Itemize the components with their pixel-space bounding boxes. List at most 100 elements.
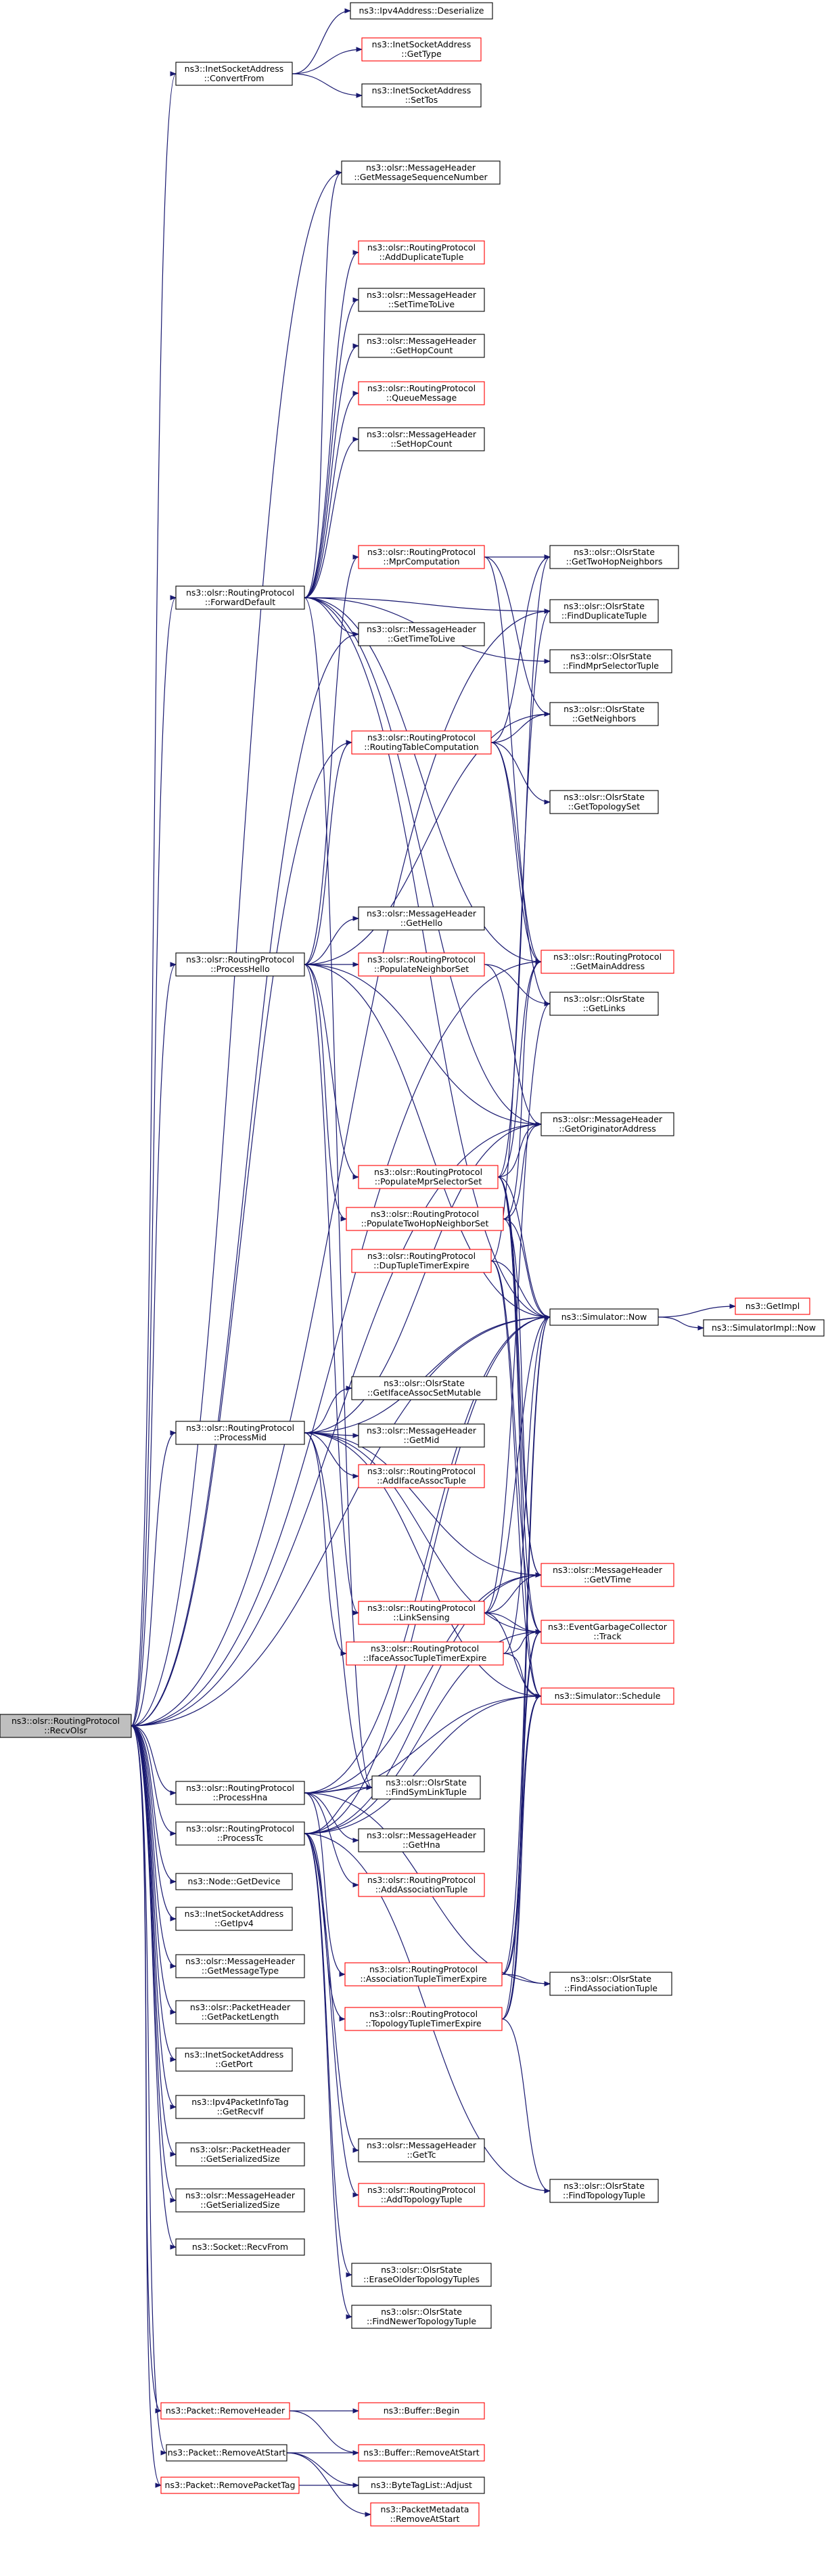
node-getdevice[interactable]: ns3::Node::GetDevice	[175, 1873, 293, 1890]
node-simnow[interactable]: ns3::Simulator::Now	[549, 1308, 659, 1326]
node-adddup[interactable]: ns3::olsr::RoutingProtocol::AddDuplicate…	[358, 240, 485, 265]
node-egctrack[interactable]: ns3::EventGarbageCollector::Track	[540, 1620, 674, 1644]
node-findassoc[interactable]: ns3::olsr::OlsrState::FindAssociationTup…	[549, 1972, 672, 1996]
node-getipv4[interactable]: ns3::InetSocketAddress::GetIpv4	[175, 1907, 293, 1931]
node-recvfrom[interactable]: ns3::Socket::RecvFrom	[175, 2238, 305, 2256]
node-msghdrsize[interactable]: ns3::olsr::MessageHeader::GetSerializedS…	[175, 2188, 305, 2213]
node-fwddefault[interactable]: ns3::olsr::RoutingProtocol::ForwardDefau…	[175, 585, 305, 610]
node-getifacemut[interactable]: ns3::olsr::OlsrState::GetIfaceAssocSetMu…	[351, 1376, 497, 1400]
node-msghdrsize-label-line-0: ns3::olsr::MessageHeader	[185, 2190, 296, 2200]
node-findnewer[interactable]: ns3::olsr::OlsrState::FindNewerTopologyT…	[351, 2305, 492, 2329]
node-getrecvif[interactable]: ns3::Ipv4PacketInfoTag::GetRecvIf	[175, 2095, 305, 2119]
node-bufremove[interactable]: ns3::Buffer::RemoveAtStart	[358, 2444, 485, 2462]
node-addtopo[interactable]: ns3::olsr::RoutingProtocol::AddTopologyT…	[358, 2183, 485, 2207]
node-findtopo[interactable]: ns3::olsr::OlsrState::FindTopologyTuple	[549, 2179, 659, 2203]
node-mprcomp[interactable]: ns3::olsr::RoutingProtocol::MprComputati…	[358, 545, 485, 569]
edge-toptimer-to-findtopo	[501, 2018, 551, 2194]
node-getmsgseq[interactable]: ns3::olsr::MessageHeader::GetMessageSequ…	[341, 160, 501, 185]
node-finddup-label-line-0: ns3::olsr::OlsrState	[564, 601, 645, 611]
node-getmsgtype[interactable]: ns3::olsr::MessageHeader::GetMessageType	[175, 1954, 305, 1978]
node-popneigh[interactable]: ns3::olsr::RoutingProtocol::PopulateNeig…	[358, 952, 485, 977]
node-assoctimer[interactable]: ns3::olsr::RoutingProtocol::AssociationT…	[344, 1962, 503, 1986]
node-addassoc[interactable]: ns3::olsr::RoutingProtocol::AddAssociati…	[358, 1873, 485, 1897]
node-getvtime[interactable]: ns3::olsr::MessageHeader::GetVTime	[540, 1563, 674, 1587]
edge-recv-to-processmid	[131, 1430, 177, 1727]
node-gethop-box	[358, 334, 485, 358]
node-gethello[interactable]: ns3::olsr::MessageHeader::GetHello	[358, 906, 485, 931]
edge-processhello-to-poptwohop	[304, 964, 347, 1222]
node-recv[interactable]: ns3::olsr::RoutingProtocol::RecvOlsr	[0, 1714, 132, 1738]
node-ipv4deser[interactable]: ns3::Ipv4Address::Deserialize	[350, 2, 493, 20]
node-processhello[interactable]: ns3::olsr::RoutingProtocol::ProcessHello	[175, 952, 305, 977]
node-gettype[interactable]: ns3::InetSocketAddress::GetType	[361, 37, 482, 62]
node-getmainaddr[interactable]: ns3::olsr::RoutingProtocol::GetMainAddre…	[540, 950, 674, 974]
edge-processtc-to-findnewer	[304, 1833, 352, 2319]
node-processtc[interactable]: ns3::olsr::RoutingProtocol::ProcessTc	[175, 1821, 305, 1846]
edge-linksensing-to-getlinks	[484, 1001, 551, 1614]
node-addtopo-label-line-1: ::AddTopologyTuple	[381, 2194, 463, 2204]
node-processhello-label-line-0: ns3::olsr::RoutingProtocol	[186, 954, 294, 964]
node-getmsgseq-label-line-0: ns3::olsr::MessageHeader	[366, 162, 476, 173]
node-findnewer-label-line-1: ::FindNewerTopologyTuple	[367, 2316, 476, 2326]
node-bytetag-label-line-0: ns3::ByteTagList::Adjust	[371, 2480, 472, 2490]
node-processhna-label-line-0: ns3::olsr::RoutingProtocol	[186, 1783, 294, 1793]
node-addassoc-label-line-0: ns3::olsr::RoutingProtocol	[367, 1875, 476, 1885]
node-processmid[interactable]: ns3::olsr::RoutingProtocol::ProcessMid	[175, 1421, 305, 1445]
node-getimpl[interactable]: ns3::GetImpl	[735, 1297, 810, 1315]
node-ifacetimer-label-line-1: ::IfaceAssocTupleTimerExpire	[363, 1653, 487, 1663]
node-linksensing[interactable]: ns3::olsr::RoutingProtocol::LinkSensing	[358, 1601, 485, 1625]
node-getvtime-label-line-1: ::GetVTime	[584, 1574, 631, 1584]
node-getpktlen[interactable]: ns3::olsr::PacketHeader::GetPacketLength	[175, 2000, 305, 2024]
node-gethello-box	[358, 906, 485, 931]
node-addiface[interactable]: ns3::olsr::RoutingProtocol::AddIfaceAsso…	[358, 1464, 485, 1488]
edge-recv-to-getipv4	[131, 1725, 177, 1922]
node-queuemsg[interactable]: ns3::olsr::RoutingProtocol::QueueMessage	[358, 381, 485, 405]
node-getneigh[interactable]: ns3::olsr::OlsrState::GetNeighbors	[549, 702, 659, 726]
node-getorig[interactable]: ns3::olsr::MessageHeader::GetOriginatorA…	[540, 1112, 674, 1136]
node-getmainaddr-box	[540, 950, 674, 974]
node-removetag[interactable]: ns3::Packet::RemovePacketTag	[160, 2477, 300, 2494]
node-getmsgtype-label-line-0: ns3::olsr::MessageHeader	[185, 1956, 296, 1966]
node-pkthdrsize[interactable]: ns3::olsr::PacketHeader::GetSerializedSi…	[175, 2142, 305, 2167]
node-getport-box	[175, 2047, 293, 2072]
node-sethop[interactable]: ns3::olsr::MessageHeader::SetHopCount	[358, 427, 485, 451]
node-gethop[interactable]: ns3::olsr::MessageHeader::GetHopCount	[358, 334, 485, 358]
node-gettwohop-label-line-0: ns3::olsr::OlsrState	[574, 547, 655, 557]
node-finddup[interactable]: ns3::olsr::OlsrState::FindDuplicateTuple	[549, 599, 659, 623]
node-gettopo[interactable]: ns3::olsr::OlsrState::GetTopologySet	[549, 790, 659, 814]
node-simsched[interactable]: ns3::Simulator::Schedule	[540, 1687, 674, 1705]
node-duptimer[interactable]: ns3::olsr::RoutingProtocol::DupTupleTime…	[351, 1249, 492, 1273]
node-removeatstart[interactable]: ns3::Packet::RemoveAtStart	[166, 2444, 288, 2462]
node-gettc[interactable]: ns3::olsr::MessageHeader::GetTc	[358, 2138, 485, 2162]
node-settos[interactable]: ns3::InetSocketAddress::SetTos	[361, 83, 482, 108]
node-gethello-label-line-1: ::GetHello	[400, 918, 442, 928]
node-convertfrom[interactable]: ns3::InetSocketAddress::ConvertFrom	[175, 62, 293, 86]
node-getmid[interactable]: ns3::olsr::MessageHeader::GetMid	[358, 1423, 485, 1448]
node-simimplnow[interactable]: ns3::SimulatorImpl::Now	[703, 1319, 825, 1337]
node-setttl[interactable]: ns3::olsr::MessageHeader::SetTimeToLive	[358, 288, 485, 312]
edge-poptwohop-to-getmainaddr	[503, 959, 542, 1220]
node-gettwohop[interactable]: ns3::olsr::OlsrState::GetTwoHopNeighbors	[549, 545, 679, 569]
node-eraseolder-label-line-1: ::EraseOlderTopologyTuples	[363, 2274, 480, 2284]
node-removehdr[interactable]: ns3::Packet::RemoveHeader	[160, 2402, 290, 2420]
edge-fwddefault-to-sethop	[304, 437, 359, 598]
node-poptwohop[interactable]: ns3::olsr::RoutingProtocol::PopulateTwoH…	[346, 1207, 504, 1231]
node-ifacetimer[interactable]: ns3::olsr::RoutingProtocol::IfaceAssocTu…	[346, 1641, 504, 1666]
node-eraseolder[interactable]: ns3::olsr::OlsrState::EraseOlderTopology…	[351, 2263, 492, 2287]
edge-convertfrom-to-settos	[292, 73, 363, 98]
node-findmprsel[interactable]: ns3::olsr::OlsrState::FindMprSelectorTup…	[549, 649, 672, 673]
node-processhna[interactable]: ns3::olsr::RoutingProtocol::ProcessHna	[175, 1781, 305, 1805]
node-rtcomp[interactable]: ns3::olsr::RoutingProtocol::RoutingTable…	[351, 730, 492, 755]
node-getttl[interactable]: ns3::olsr::MessageHeader::GetTimeToLive	[358, 622, 485, 646]
node-getlinks[interactable]: ns3::olsr::OlsrState::GetLinks	[549, 992, 659, 1016]
node-bufbegin[interactable]: ns3::Buffer::Begin	[358, 2402, 485, 2420]
node-getport[interactable]: ns3::InetSocketAddress::GetPort	[175, 2047, 293, 2072]
node-toptimer[interactable]: ns3::olsr::RoutingProtocol::TopologyTupl…	[344, 2007, 503, 2031]
node-gethna[interactable]: ns3::olsr::MessageHeader::GetHna	[358, 1828, 485, 1852]
node-bytetag[interactable]: ns3::ByteTagList::Adjust	[358, 2477, 485, 2494]
edge-processtc-to-eraseolder	[304, 1833, 352, 2278]
node-pktmeta[interactable]: ns3::PacketMetadata::RemoveAtStart	[370, 2502, 480, 2527]
node-findsym[interactable]: ns3::olsr::OlsrState::FindSymLinkTuple	[371, 1775, 481, 1800]
node-popmprsel[interactable]: ns3::olsr::RoutingProtocol::PopulateMprS…	[358, 1165, 499, 1189]
node-gethna-label-line-0: ns3::olsr::MessageHeader	[367, 1830, 477, 1840]
